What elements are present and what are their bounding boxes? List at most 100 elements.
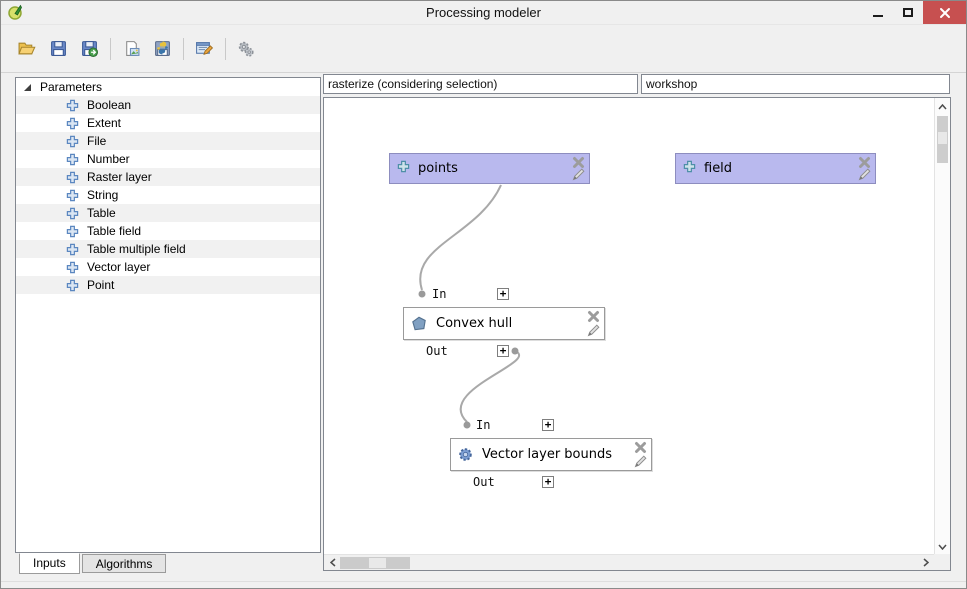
edit-help-icon — [196, 42, 213, 55]
run-gears-icon — [238, 41, 254, 57]
tree-item-number[interactable]: Number — [16, 150, 320, 168]
tree-item-label: Point — [87, 278, 115, 292]
tab-label: Algorithms — [95, 557, 153, 571]
scroll-grip — [938, 132, 947, 144]
toolbar — [1, 24, 966, 73]
expand-inputs-button[interactable]: + — [497, 288, 509, 300]
remove-node-button[interactable] — [858, 156, 871, 169]
export-as-python-button[interactable] — [149, 36, 175, 62]
tree-item-label: Table field — [87, 224, 142, 238]
tree-item-file[interactable]: File — [16, 132, 320, 150]
pencil-icon — [858, 168, 871, 181]
add-input-icon — [397, 160, 410, 178]
scroll-left-button[interactable] — [326, 555, 340, 570]
maximize-icon — [903, 8, 913, 17]
edit-node-button[interactable] — [634, 454, 648, 468]
tab-label: Inputs — [33, 556, 66, 570]
edit-node-button[interactable] — [587, 323, 601, 337]
add-input-icon — [66, 225, 79, 238]
tree-item-label: Table — [87, 206, 116, 220]
convex-hull-in-label: In — [432, 287, 447, 301]
model-name-input[interactable] — [323, 74, 638, 94]
edit-node-button[interactable] — [858, 167, 872, 181]
vector-bounds-in-label: In — [476, 418, 491, 432]
plus-icon: + — [544, 418, 552, 431]
node-label: Convex hull — [436, 316, 513, 331]
tree-item-table-multiple-field[interactable]: Table multiple field — [16, 240, 320, 258]
run-model-button[interactable] — [233, 36, 259, 62]
tree-expanded-icon — [24, 83, 31, 91]
tree-item-boolean[interactable]: Boolean — [16, 96, 320, 114]
scroll-grip — [369, 558, 386, 568]
remove-node-button[interactable] — [634, 441, 647, 454]
title-bar: Processing modeler — [1, 1, 966, 24]
tree-item-table[interactable]: Table — [16, 204, 320, 222]
inputs-panel: Parameters Boolean Extent File Number Ra… — [15, 77, 321, 553]
node-label: field — [704, 161, 733, 176]
horizontal-scrollbar[interactable] — [324, 554, 935, 570]
toolbar-separator — [183, 37, 184, 60]
tree-item-extent[interactable]: Extent — [16, 114, 320, 132]
folder-open-icon — [18, 42, 36, 55]
tab-inputs[interactable]: Inputs — [19, 553, 80, 574]
window-bottom-divider — [1, 581, 966, 582]
tree-item-label: Table multiple field — [87, 242, 186, 256]
expand-inputs-button[interactable]: + — [542, 419, 554, 431]
tree-item-string[interactable]: String — [16, 186, 320, 204]
chevron-right-icon — [923, 558, 929, 567]
scroll-down-button[interactable] — [935, 540, 950, 554]
edit-model-help-button[interactable] — [191, 36, 217, 62]
plus-icon: + — [499, 344, 507, 357]
open-model-button[interactable] — [14, 36, 40, 62]
tree-item-table-field[interactable]: Table field — [16, 222, 320, 240]
minimize-button[interactable] — [863, 1, 893, 24]
remove-icon — [859, 157, 870, 168]
node-points[interactable]: points — [389, 153, 590, 184]
remove-node-button[interactable] — [572, 156, 585, 169]
vector-bounds-out-label: Out — [473, 475, 495, 489]
add-input-icon — [66, 279, 79, 292]
vertical-scroll-thumb[interactable] — [937, 116, 948, 163]
model-canvas[interactable]: points field In + Convex hull Out + In + — [323, 97, 951, 571]
remove-icon — [588, 311, 599, 322]
add-input-icon — [66, 207, 79, 220]
model-group-input[interactable] — [641, 74, 950, 94]
save-model-button[interactable] — [45, 36, 71, 62]
tree-item-raster-layer[interactable]: Raster layer — [16, 168, 320, 186]
add-input-icon — [66, 135, 79, 148]
tab-algorithms[interactable]: Algorithms — [81, 554, 167, 573]
node-field[interactable]: field — [675, 153, 876, 184]
node-convex-hull[interactable]: Convex hull — [403, 307, 605, 340]
vertical-scrollbar[interactable] — [934, 98, 950, 556]
pencil-icon — [572, 168, 585, 181]
toolbar-separator — [225, 37, 226, 60]
node-vector-layer-bounds[interactable]: Vector layer bounds — [450, 438, 652, 471]
tree-item-label: Raster layer — [87, 170, 152, 184]
remove-node-button[interactable] — [587, 310, 600, 323]
toolbar-separator — [110, 37, 111, 60]
export-as-image-button[interactable] — [118, 36, 144, 62]
node-label: Vector layer bounds — [482, 447, 613, 462]
chevron-up-icon — [938, 104, 947, 110]
close-button[interactable] — [923, 1, 966, 24]
qgis-logo-icon — [7, 4, 24, 21]
scroll-right-button[interactable] — [919, 555, 933, 570]
minimize-icon — [873, 15, 883, 17]
python-script-icon — [154, 41, 170, 56]
tree-item-vector-layer[interactable]: Vector layer — [16, 258, 320, 276]
algorithm-gear-icon — [457, 446, 474, 463]
scrollbar-corner — [934, 554, 950, 570]
remove-icon — [635, 442, 646, 453]
add-input-icon — [66, 99, 79, 112]
tree-root-parameters[interactable]: Parameters — [16, 78, 320, 96]
edit-node-button[interactable] — [572, 167, 586, 181]
expand-outputs-button[interactable]: + — [497, 345, 509, 357]
add-input-icon — [66, 189, 79, 202]
expand-outputs-button[interactable]: + — [542, 476, 554, 488]
horizontal-scroll-thumb[interactable] — [340, 557, 410, 569]
save-model-as-button[interactable] — [76, 36, 102, 62]
scroll-up-button[interactable] — [935, 100, 950, 114]
maximize-button[interactable] — [893, 1, 923, 24]
tree-item-point[interactable]: Point — [16, 276, 320, 294]
